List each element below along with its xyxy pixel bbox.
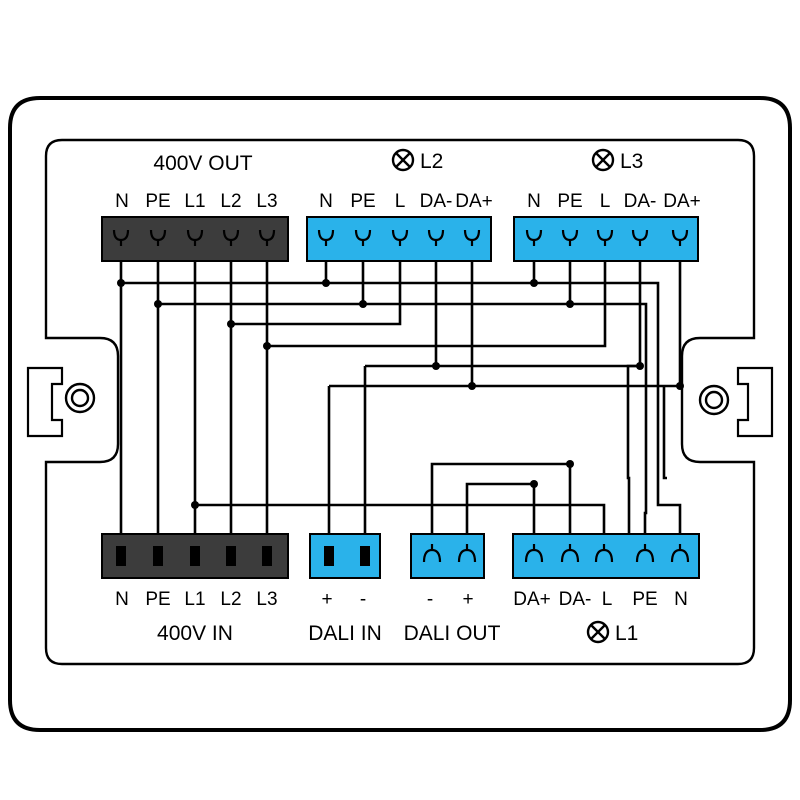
screw-mount-right xyxy=(698,366,774,438)
pin-label: PE xyxy=(557,191,582,212)
pin-label: L1 xyxy=(184,589,205,610)
block-l3: L3 N PE L DA- DA+ xyxy=(513,148,701,262)
pin-label: DA+ xyxy=(663,191,701,212)
terminal-icon xyxy=(116,546,126,566)
pin-label: PE xyxy=(145,191,170,212)
screw-mount-left xyxy=(26,366,96,438)
pin-label: - xyxy=(427,589,433,610)
pin-label: DA+ xyxy=(513,589,551,610)
pin-label: PE xyxy=(145,589,170,610)
pin-label: L xyxy=(602,589,613,610)
lamp-icon xyxy=(391,148,415,172)
pin-label: L3 xyxy=(256,191,277,212)
block-title: L3 xyxy=(620,150,643,173)
pin-label: + xyxy=(321,589,332,610)
pin-label: DA+ xyxy=(455,191,493,212)
pin-label: N xyxy=(527,191,541,212)
pin-label: L2 xyxy=(220,191,241,212)
pin-label: PE xyxy=(632,589,657,610)
block-title: DALI IN xyxy=(308,622,382,645)
pin-label: - xyxy=(360,589,366,610)
block-title: 400V OUT xyxy=(153,152,252,175)
terminal-icon xyxy=(190,546,200,566)
terminal-icon xyxy=(153,546,163,566)
block-l2: L2 N PE L DA- DA+ xyxy=(306,148,493,262)
terminal-icon xyxy=(262,546,272,566)
pin-label: PE xyxy=(350,191,375,212)
pin-label: N xyxy=(115,191,129,212)
terminal-icon xyxy=(226,546,236,566)
pin-label: + xyxy=(462,589,473,610)
pin-label: L xyxy=(600,191,611,212)
block-dali-in: + - DALI IN xyxy=(308,533,382,645)
pin-label: L1 xyxy=(184,191,205,212)
connector-body xyxy=(512,533,700,579)
terminal-icon xyxy=(324,546,334,566)
pin-label: L2 xyxy=(220,589,241,610)
pin-label: DA- xyxy=(420,191,453,212)
junction-dots xyxy=(117,279,684,509)
block-title: L2 xyxy=(420,150,443,173)
lamp-icon xyxy=(591,148,615,172)
terminal-icon xyxy=(360,546,370,566)
pin-label: N xyxy=(674,589,688,610)
screw-mount-icon xyxy=(698,384,730,416)
block-l1: DA+ DA- L PE N L1 xyxy=(512,533,700,645)
pin-label: N xyxy=(319,191,333,212)
block-title: L1 xyxy=(615,622,638,645)
connector-body xyxy=(410,533,485,579)
pin-label: N xyxy=(115,589,129,610)
lamp-icon xyxy=(586,620,610,644)
block-title: DALI OUT xyxy=(404,622,501,645)
block-title: 400V IN xyxy=(157,622,233,645)
screw-mount-icon xyxy=(64,382,96,414)
pin-label: DA- xyxy=(624,191,657,212)
block-400v-in: N PE L1 L2 L3 400V IN xyxy=(101,533,289,645)
block-dali-out: - + DALI OUT xyxy=(404,533,501,645)
pin-label: DA- xyxy=(559,589,592,610)
block-400v-out: 400V OUT N PE L1 L2 L3 xyxy=(101,152,289,262)
pin-label: L xyxy=(395,191,406,212)
pin-label: L3 xyxy=(256,589,277,610)
